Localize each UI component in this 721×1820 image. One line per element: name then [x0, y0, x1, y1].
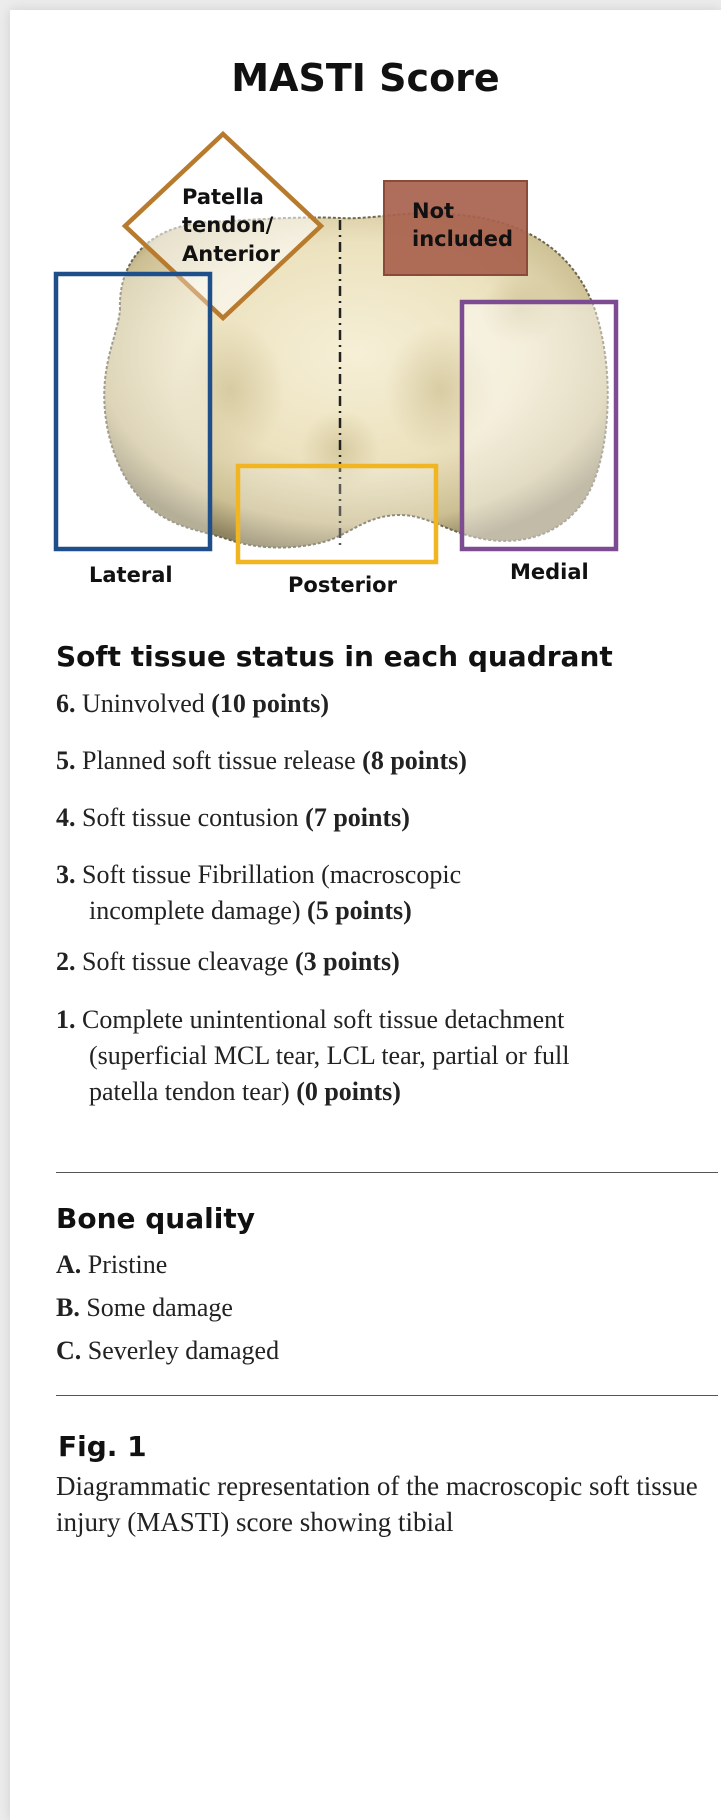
soft-tissue-item-6: 6. Uninvolved (10 points)	[56, 686, 616, 722]
soft-tissue-heading: Soft tissue status in each quadrant	[56, 640, 613, 673]
posterior-region	[238, 466, 436, 562]
lateral-region	[56, 274, 210, 549]
anterior-label-line3: Anterior	[182, 242, 280, 266]
posterior-label: Posterior	[288, 573, 398, 597]
lateral-label: Lateral	[89, 563, 173, 587]
bone-quality-item-a: A. Pristine	[56, 1247, 167, 1283]
anterior-label-line2: tendon/	[182, 213, 274, 237]
bone-quality-heading: Bone quality	[56, 1202, 255, 1235]
section-divider	[56, 1172, 718, 1173]
bone-quality-item-b: B. Some damage	[56, 1290, 233, 1326]
medial-region	[462, 302, 616, 549]
soft-tissue-item-4: 4. Soft tissue contusion (7 points)	[56, 800, 616, 836]
figure-caption: Diagrammatic representation of the macro…	[56, 1468, 721, 1540]
bone-quality-item-c: C. Severley damaged	[56, 1333, 279, 1369]
soft-tissue-item-1: 1. Complete unintentional soft tissue de…	[56, 1002, 579, 1110]
soft-tissue-item-5: 5. Planned soft tissue release (8 points…	[56, 743, 616, 779]
not-included-label-line2: included	[412, 227, 513, 251]
medial-label: Medial	[510, 560, 589, 584]
soft-tissue-item-2: 2. Soft tissue cleavage (3 points)	[56, 944, 616, 980]
section-divider	[56, 1395, 718, 1396]
tibia-diagram: Not included Patella tendon/ Anterior La…	[10, 10, 721, 610]
not-included-label-line1: Not	[412, 199, 454, 223]
anterior-label-line1: Patella	[182, 185, 264, 209]
figure-card: MASTI Score Not included	[10, 10, 721, 1820]
soft-tissue-item-3: 3. Soft tissue Fibrillation (macroscopic…	[56, 857, 559, 929]
figure-label: Fig. 1	[58, 1430, 147, 1463]
